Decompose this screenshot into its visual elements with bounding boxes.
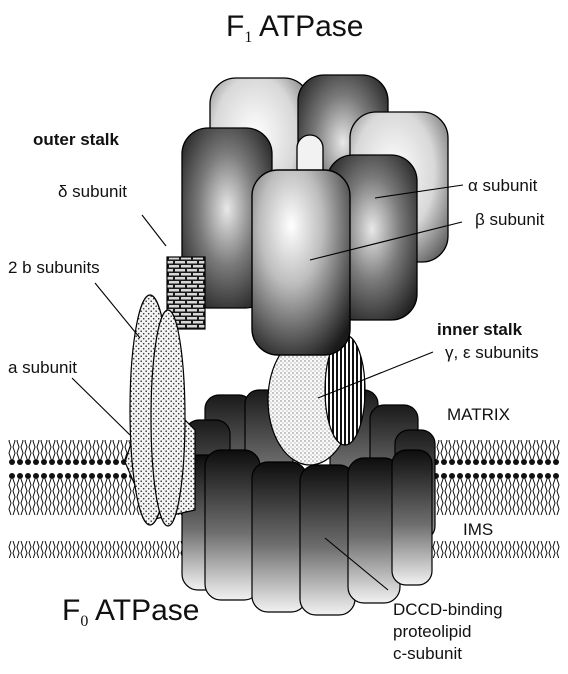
f0-title: F0 ATPase xyxy=(62,594,200,630)
leader-lines xyxy=(71,184,464,591)
b-subunits-label: 2 b subunits xyxy=(8,258,100,277)
c-ring-front xyxy=(181,449,433,616)
ims-label: IMS xyxy=(463,520,493,539)
b-subunit-front xyxy=(150,309,186,527)
a-subunit-label: a subunit xyxy=(8,358,77,377)
dccd-label-line1: DCCD-binding xyxy=(393,600,503,619)
delta-subunit xyxy=(166,256,206,330)
dccd-label-line2: proteolipid xyxy=(393,622,471,641)
delta-subunit-label: δ subunit xyxy=(58,182,127,201)
inner-stalk-label: inner stalk xyxy=(437,320,523,339)
membrane-right xyxy=(430,440,560,558)
f1-title: F1 ATPase xyxy=(226,10,364,46)
matrix-label: MATRIX xyxy=(447,405,510,424)
alpha-subunit-label: α subunit xyxy=(468,176,538,195)
dccd-label-line3: c-subunit xyxy=(393,644,462,663)
outer-stalk-label: outer stalk xyxy=(33,130,120,149)
gamma-epsilon-label: γ, ε subunits xyxy=(445,343,539,362)
beta-subunit-front xyxy=(251,169,351,356)
beta-subunit-label: β subunit xyxy=(475,210,545,229)
